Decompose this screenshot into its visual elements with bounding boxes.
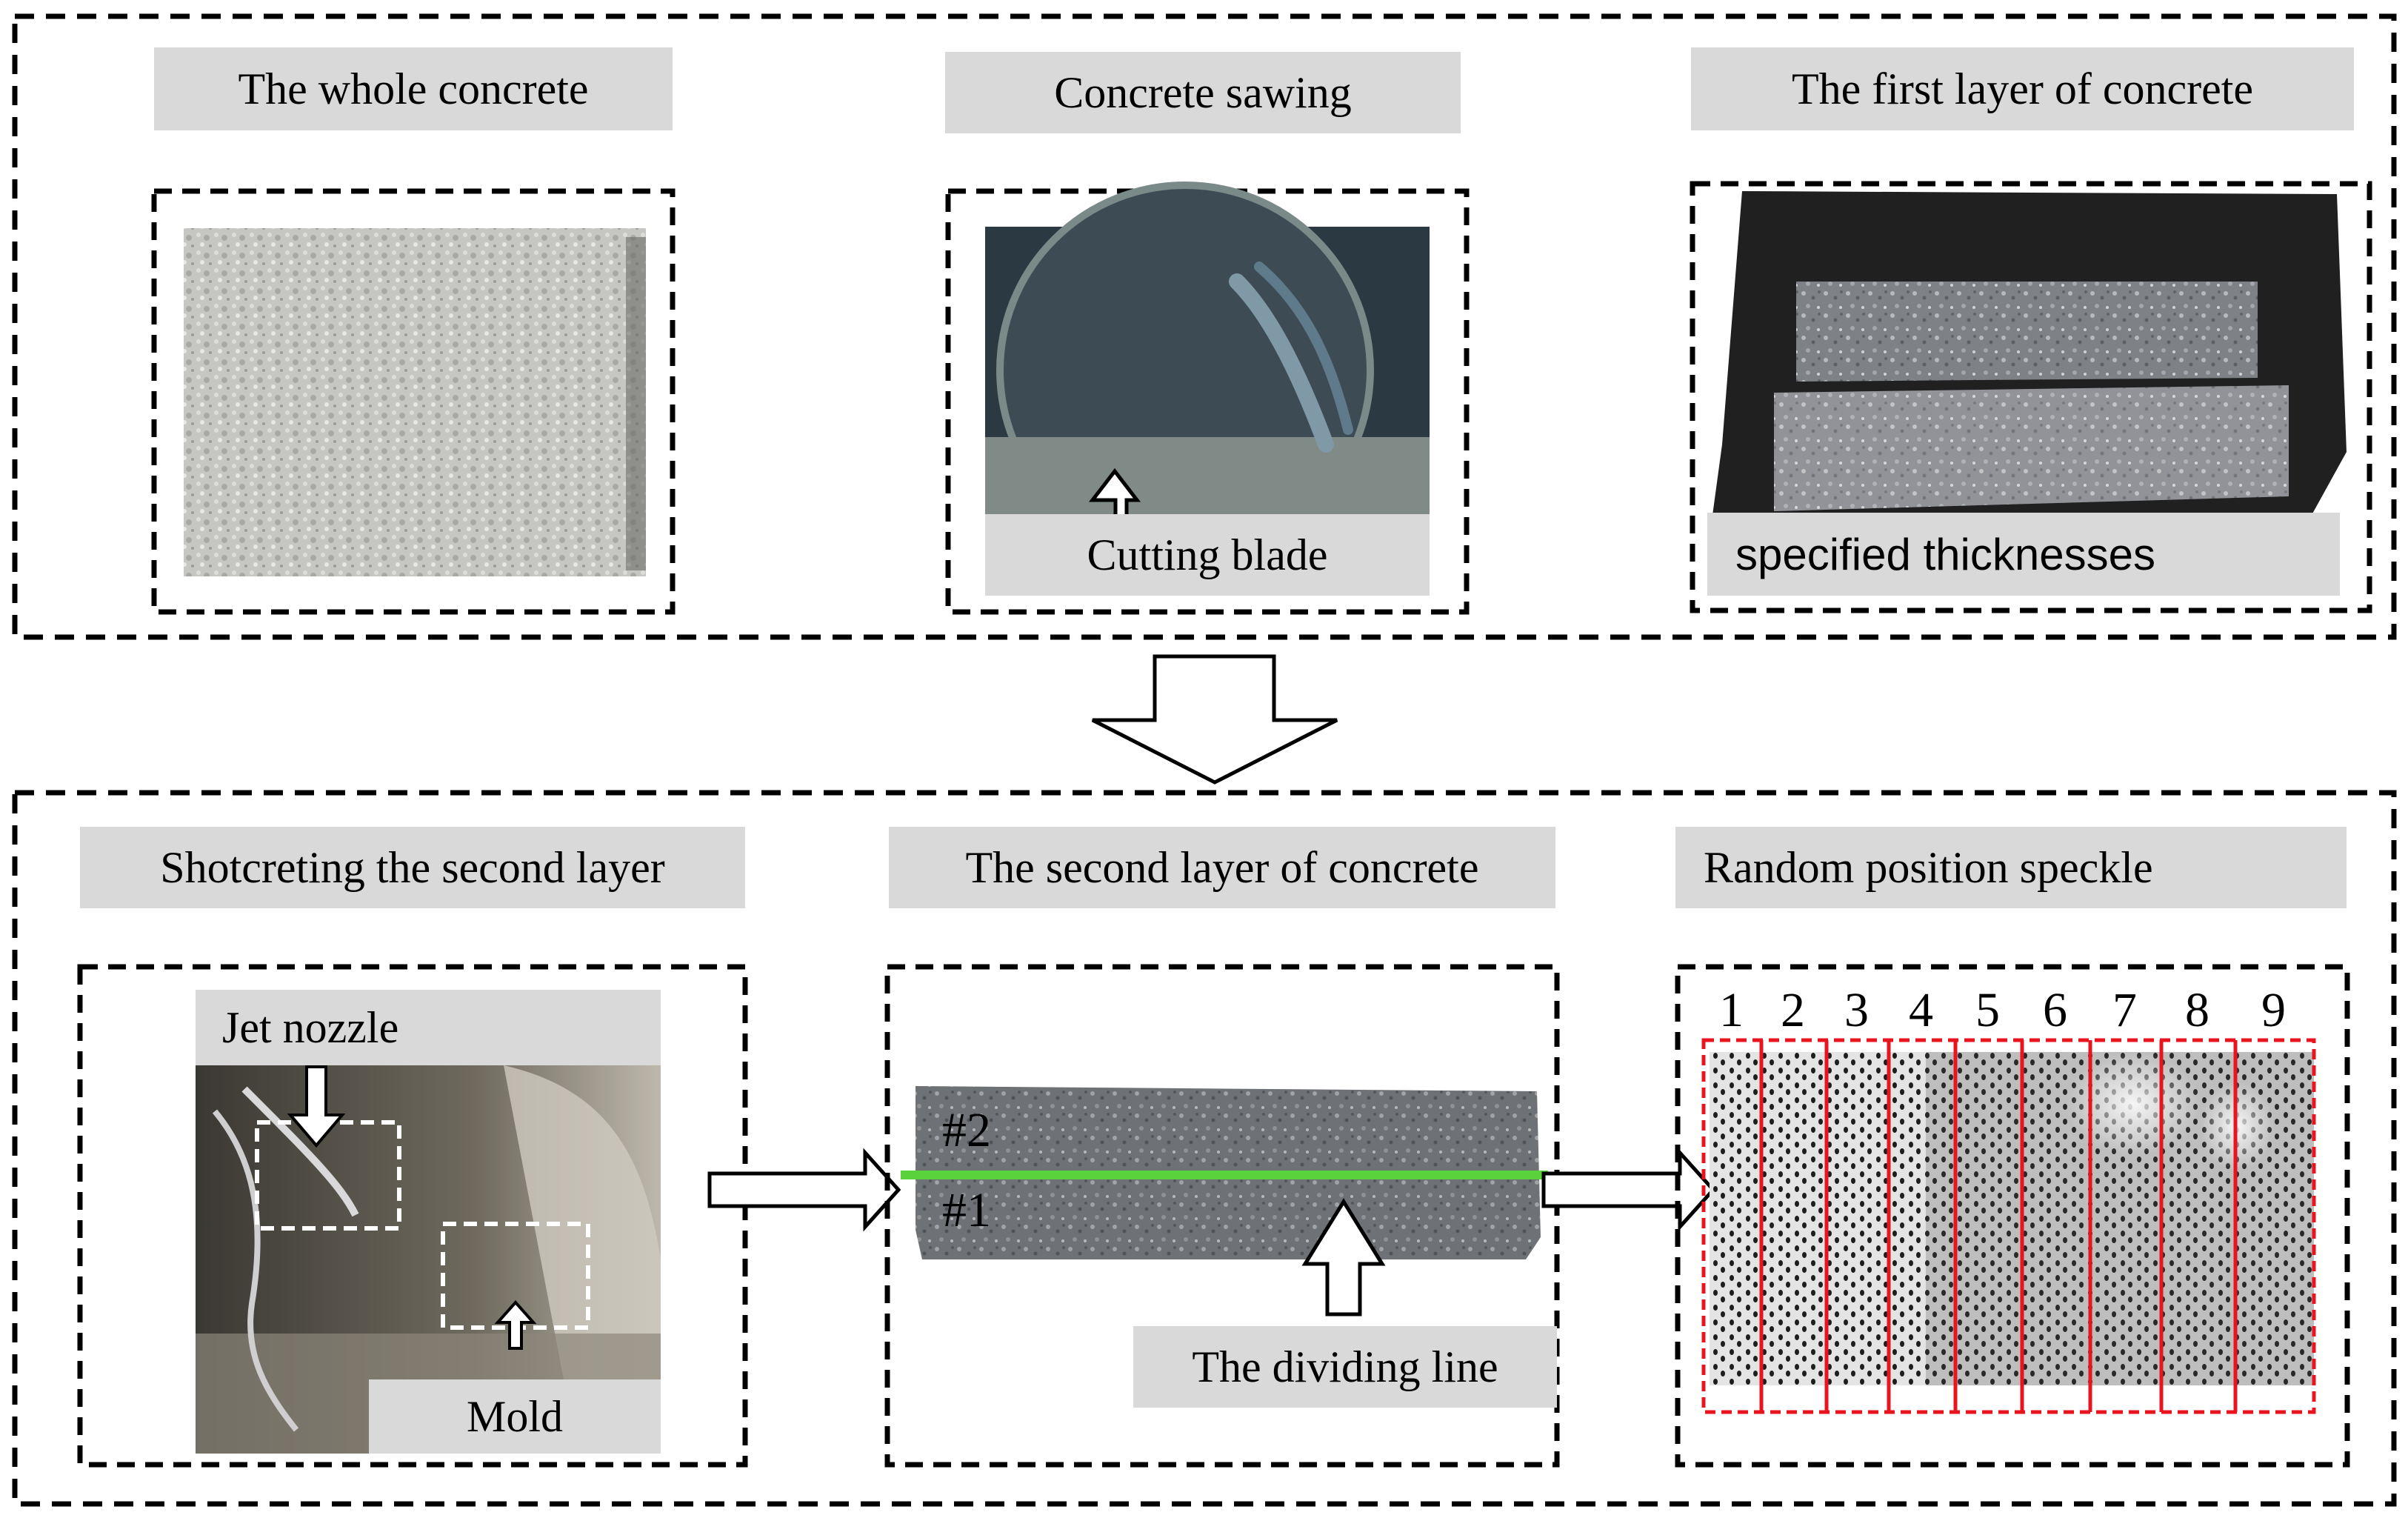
right-arrow-2	[1541, 1148, 1716, 1232]
first-layer-panel	[1690, 181, 2372, 613]
jet-nozzle-arrow	[287, 1065, 346, 1148]
jet-nozzle-label: Jet nozzle	[196, 990, 661, 1065]
speckle-region-number: 6	[2043, 983, 2067, 1037]
bottom-stage-frame	[12, 790, 2397, 1507]
second-layer-panel	[884, 964, 1560, 1468]
shotcreting-label: Shotcreting the second layer	[80, 827, 745, 908]
speckle-region-number: 5	[1975, 983, 2000, 1037]
speckle-outer-frame	[1701, 1038, 2316, 1414]
speckle-region-number: 1	[1719, 983, 1744, 1037]
mold-arrow	[494, 1299, 537, 1350]
specified-thickness-label: specified thicknesses	[1707, 513, 2340, 596]
down-arrow	[1091, 654, 1338, 785]
right-arrow-1	[707, 1148, 901, 1232]
mold-label: Mold	[369, 1379, 661, 1454]
speckle-region-number: 2	[1781, 983, 1805, 1037]
shotcreting-panel	[77, 964, 748, 1468]
whole-concrete-label: The whole concrete	[154, 47, 673, 130]
speckle-region-frames	[1701, 1038, 2316, 1414]
first-layer-photo	[1711, 191, 2347, 530]
cutting-blade-label: Cutting blade	[985, 514, 1430, 596]
sawing-photo	[985, 182, 1430, 559]
layer-top-mark: #2	[942, 1103, 991, 1157]
top-stage-frame	[12, 13, 2397, 640]
speckle-region-number: 4	[1909, 983, 1933, 1037]
speckle-photo	[1710, 1052, 2314, 1385]
sawing-label: Concrete sawing	[945, 52, 1461, 133]
layer-bottom-mark: #1	[942, 1183, 991, 1237]
dividing-line-arrow	[1301, 1198, 1386, 1316]
speckle-region-number: 3	[1844, 983, 1869, 1037]
speckle-region-number: 7	[2112, 983, 2137, 1037]
whole-concrete-panel	[151, 188, 676, 615]
dividing-line-label: The dividing line	[1133, 1326, 1557, 1408]
speckle-region-number: 9	[2261, 983, 2286, 1037]
second-layer-label: The second layer of concrete	[889, 827, 1555, 908]
whole-concrete-photo	[184, 228, 646, 576]
speckle-panel	[1675, 964, 2350, 1468]
first-layer-label: The first layer of concrete	[1691, 47, 2354, 130]
speckle-label: Random position speckle	[1675, 827, 2347, 908]
speckle-region-number: 8	[2185, 983, 2209, 1037]
